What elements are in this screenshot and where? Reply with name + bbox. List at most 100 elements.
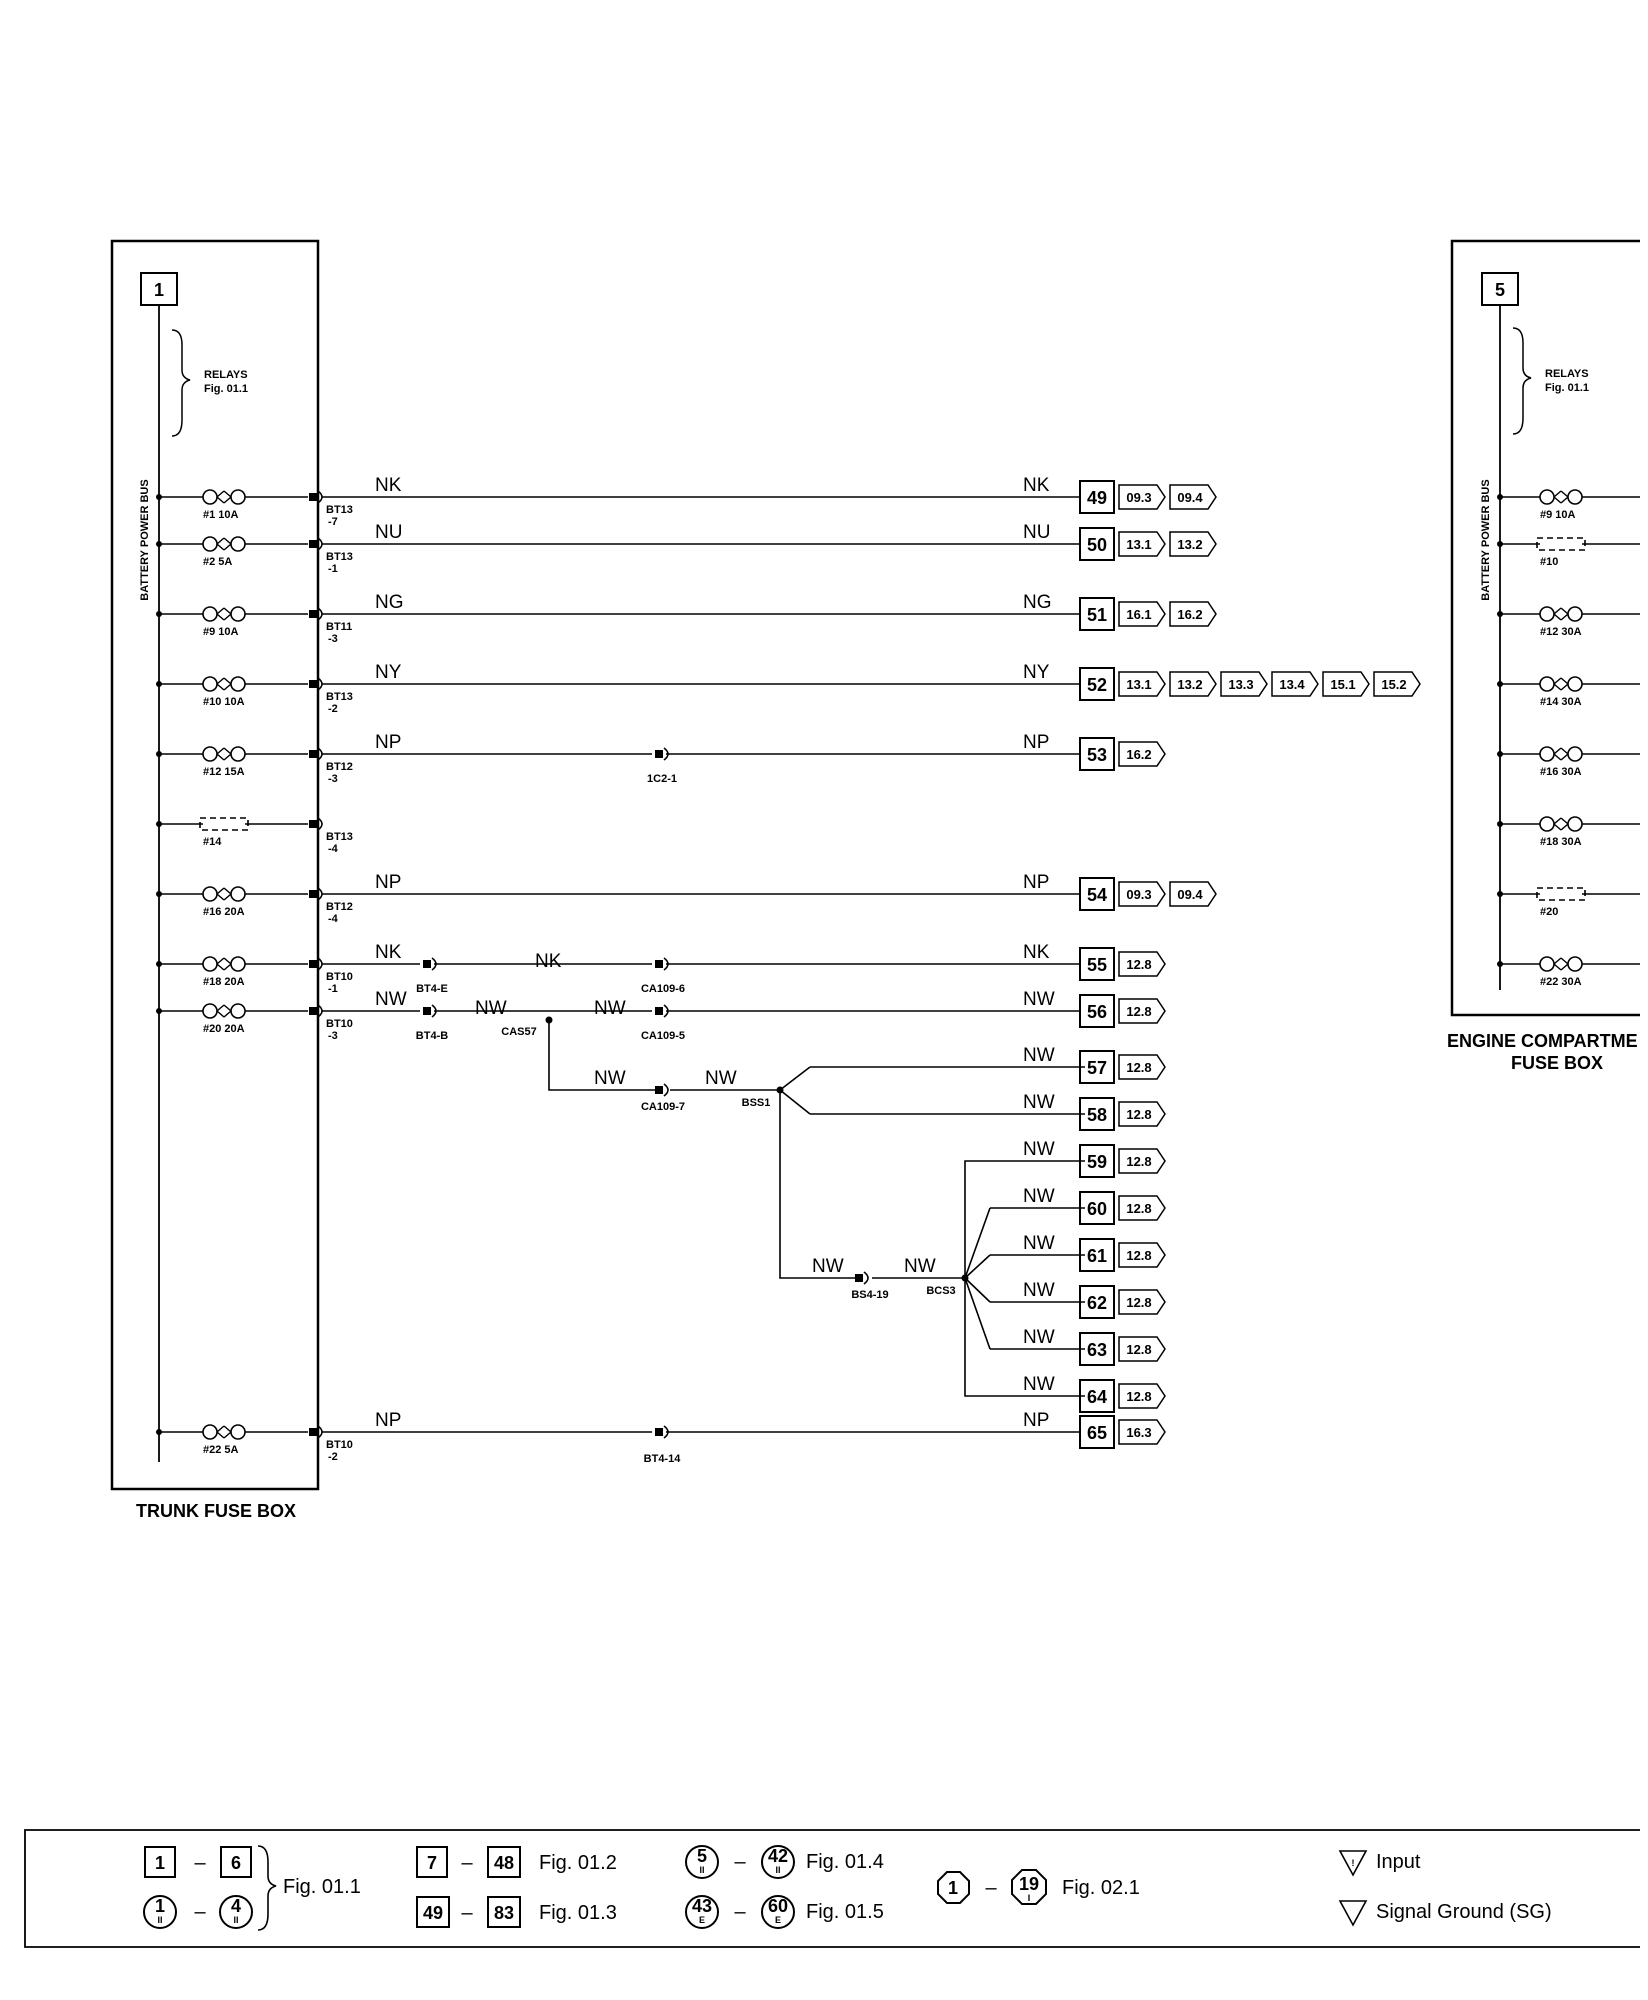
- circuit-number: 63: [1087, 1340, 1107, 1360]
- fuse-icon: [202, 1424, 246, 1440]
- circuit-number: 49: [1087, 488, 1107, 508]
- splice-label-bss1: BSS1: [742, 1097, 771, 1109]
- wire-label-left: NW: [375, 989, 407, 1010]
- fuse-label: #22 30A: [1540, 976, 1582, 988]
- page-reference-arrow[interactable]: [1118, 1336, 1166, 1362]
- wire-label-right: NW: [1023, 1186, 1055, 1207]
- mid-labels: 1C2-1 BT4-E NK CA109-6 BT4-B NW CAS57 NW…: [416, 773, 956, 1465]
- wire-label-right: NY: [1023, 662, 1050, 683]
- page-reference-arrow[interactable]: [1118, 1419, 1166, 1445]
- fuse-icon: [1539, 489, 1583, 505]
- page-reference-arrow[interactable]: [1271, 671, 1319, 697]
- fuse-icon: [1539, 676, 1583, 692]
- legend-e-from: 5: [697, 1846, 707, 1866]
- legend-c-dash: –: [461, 1852, 473, 1874]
- page-reference-arrow[interactable]: [1220, 671, 1268, 697]
- input-glyph: !: [1352, 1858, 1355, 1868]
- input-triangle-icon: [1338, 1850, 1368, 1877]
- page-reference-arrow[interactable]: [1373, 671, 1421, 697]
- page-reference-label: 13.1: [1126, 677, 1151, 692]
- fuse-icon: [202, 606, 246, 622]
- page-reference-arrow[interactable]: [1118, 881, 1166, 907]
- trunk-connector: [309, 1004, 323, 1018]
- splice-label-cas57: CAS57: [501, 1026, 536, 1038]
- wire-label-right: NP: [1023, 1410, 1049, 1431]
- page-reference-arrow[interactable]: [1169, 881, 1217, 907]
- page-reference-arrow[interactable]: [1118, 1054, 1166, 1080]
- page-reference-label: 12.8: [1126, 1295, 1151, 1310]
- wire-label-branch-2: NW: [705, 1068, 737, 1089]
- circuit-number: 56: [1087, 1002, 1107, 1022]
- legend-a-from: 1: [155, 1853, 165, 1873]
- splice-label-bcs3: BCS3: [926, 1285, 955, 1297]
- page-reference-arrow[interactable]: [1118, 1383, 1166, 1409]
- conn-label-bt4-e: BT4-E: [416, 983, 448, 995]
- page-reference-arrow[interactable]: [1118, 1195, 1166, 1221]
- conn-label-1c2-1: 1C2-1: [647, 773, 677, 785]
- legend-c-fig: Fig. 01.2: [539, 1852, 617, 1874]
- fuse-icon: [202, 886, 246, 902]
- legend-d-dash: –: [461, 1902, 473, 1924]
- legend-fig-02-1: 1 – 19 I Fig. 02.1: [937, 1869, 1140, 1905]
- page-reference-label: 16.2: [1126, 747, 1151, 762]
- fuse-label: #1 10A: [203, 509, 239, 521]
- wire-label-right: NG: [1023, 592, 1052, 613]
- fuse-icon: [1539, 746, 1583, 762]
- fuse-icon: [202, 956, 246, 972]
- legend-g-from: 1: [948, 1878, 958, 1898]
- wire-label-left: NK: [375, 942, 402, 963]
- page-reference-arrow[interactable]: [1118, 998, 1166, 1024]
- page-reference-arrow[interactable]: [1118, 1289, 1166, 1315]
- wire-label-left: NY: [375, 662, 402, 683]
- legend-g-to: 19: [1019, 1874, 1039, 1894]
- connector-label: BT12: [326, 901, 353, 913]
- page-reference-arrow[interactable]: [1169, 601, 1217, 627]
- trunk-connector: [309, 1425, 323, 1439]
- legend-e-from-sub: II: [699, 1865, 704, 1875]
- legend-fig-01-4-5: 5 II – 42 II Fig. 01.4 43 E – 60 E Fig. …: [685, 1845, 884, 1929]
- page-reference-arrow[interactable]: [1118, 484, 1166, 510]
- page-reference-label: 13.2: [1177, 677, 1202, 692]
- legend: 1 – 6 1 II – 4 II Fig. 01.1 7 – 48 Fig. …: [24, 1829, 1640, 1948]
- legend-b-from: 1: [155, 1896, 165, 1916]
- connector-label: BT10: [326, 1018, 353, 1030]
- page-reference-arrow[interactable]: [1118, 951, 1166, 977]
- page-reference-arrow[interactable]: [1169, 671, 1217, 697]
- connector-pin-label: -3: [328, 633, 338, 645]
- page-reference-arrow[interactable]: [1118, 1148, 1166, 1174]
- legend-f-to-sub: E: [775, 1915, 781, 1925]
- fuse-label: #18 30A: [1540, 836, 1582, 848]
- page-reference-arrow[interactable]: [1118, 531, 1166, 557]
- wire-label-right: NW: [1023, 1327, 1055, 1348]
- page-reference-arrow[interactable]: [1169, 531, 1217, 557]
- fuse-label: #10 10A: [203, 696, 245, 708]
- page-reference-arrow[interactable]: [1118, 741, 1166, 767]
- page-reference-arrow[interactable]: [1169, 484, 1217, 510]
- trunk-relays-fig: Fig. 01.1: [204, 383, 248, 395]
- wire-label-right: NK: [1023, 942, 1050, 963]
- page-reference-arrow[interactable]: [1322, 671, 1370, 697]
- wire-label-left: NP: [375, 872, 401, 893]
- connector-bs4-19: [855, 1271, 869, 1285]
- circuit-number: 59: [1087, 1152, 1107, 1172]
- legend-input: ! Input: [1338, 1850, 1421, 1877]
- trunk-box-number: 1: [154, 280, 164, 300]
- circuit-number: 57: [1087, 1058, 1107, 1078]
- legend-f-fig: Fig. 01.5: [806, 1901, 884, 1923]
- page-reference-arrow[interactable]: [1118, 671, 1166, 697]
- page-reference-arrow[interactable]: [1118, 1242, 1166, 1268]
- connector-pin-label: -2: [328, 1451, 338, 1463]
- fuse-label: #9 10A: [1540, 509, 1576, 521]
- legend-ground: Signal Ground (SG): [1338, 1900, 1552, 1927]
- page-reference-label: 12.8: [1126, 1154, 1151, 1169]
- legend-brace: [257, 1845, 277, 1931]
- legend-b-dash: –: [194, 1901, 206, 1923]
- page-reference-arrow[interactable]: [1118, 1101, 1166, 1127]
- legend-b-from-sub: II: [157, 1915, 162, 1925]
- circuit-number: 62: [1087, 1293, 1107, 1313]
- legend-g-fig: Fig. 02.1: [1062, 1877, 1140, 1899]
- page-reference-arrow[interactable]: [1118, 601, 1166, 627]
- trunk-connector: [309, 607, 323, 621]
- wire-label-right: NW: [1023, 1280, 1055, 1301]
